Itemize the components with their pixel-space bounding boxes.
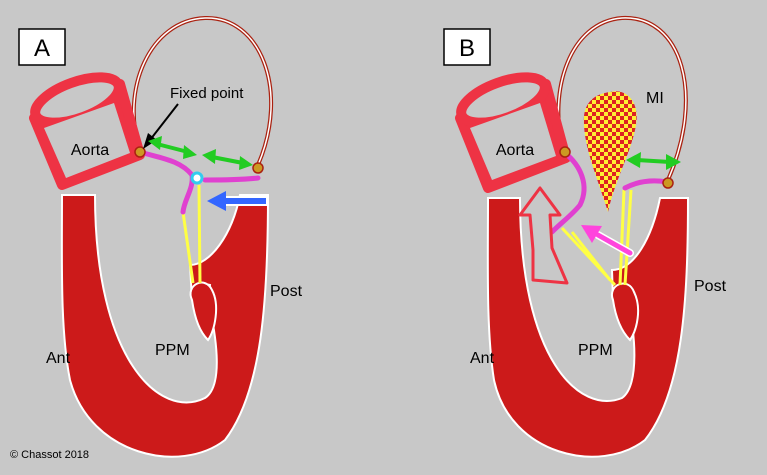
panel-a-aorta-label: Aorta [71, 142, 109, 159]
panel-a-fixed-point-arrow [149, 103, 179, 141]
panel-b-green-arrow [626, 152, 681, 170]
panel-a: A Aorta Fixed point [18, 15, 303, 458]
panel-b-mi-label: MI [646, 90, 664, 107]
panel-b-lvot-arrow [518, 186, 569, 285]
panel-b: B Aorta MI [443, 15, 727, 458]
panel-a-aorta [29, 72, 145, 190]
panel-b-letter: B [459, 35, 475, 62]
panel-b-magenta-arrow [581, 225, 634, 257]
panel-a-posterior-leaflet [202, 175, 261, 183]
panel-a-ant-label: Ant [46, 350, 71, 367]
panel-a-ppm-label: PPM [155, 342, 190, 359]
panel-b-ventricle [486, 197, 690, 458]
panel-a-letter: A [34, 35, 50, 62]
panel-b-ppm-label: PPM [578, 342, 613, 359]
panel-a-green-arrow-2 [202, 149, 253, 170]
panel-b-posterior-annulus-point [662, 177, 674, 189]
panel-b-letter-box [443, 28, 491, 66]
panel-b-atrium-inner [557, 17, 687, 181]
panel-b-posterior-leaflet [622, 178, 670, 191]
panel-a-letter-box [18, 28, 66, 66]
copyright-text: © Chassot 2018 [10, 449, 89, 461]
panel-a-fixed-point [134, 146, 146, 158]
panel-a-post-label: Post [270, 283, 303, 300]
panel-a-chordae [181, 184, 202, 284]
panel-b-ant-label: Ant [470, 350, 495, 367]
panel-b-mi-region [583, 91, 637, 212]
panel-b-post-label: Post [694, 278, 727, 295]
panel-b-chordae [560, 189, 633, 287]
panel-b-aorta [455, 72, 571, 193]
panel-b-anterior-leaflet [549, 150, 587, 235]
panel-b-anterior-annulus-point [559, 146, 571, 158]
panel-a-green-arrow-1 [148, 136, 197, 159]
panel-a-fixed-point-label: Fixed point [170, 85, 244, 102]
panel-a-atrium-inner [133, 17, 272, 166]
panel-a-anterior-leaflet [137, 149, 195, 215]
panel-b-aorta-label: Aorta [496, 142, 534, 159]
panel-a-ventricle [60, 194, 270, 458]
panel-a-posterior-annulus-point [252, 162, 264, 174]
panel-a-coaptation-point [190, 171, 204, 185]
panel-b-papillary-muscle [610, 282, 640, 342]
panel-a-blue-arrow [207, 191, 268, 211]
panel-a-papillary-muscle [189, 281, 218, 342]
